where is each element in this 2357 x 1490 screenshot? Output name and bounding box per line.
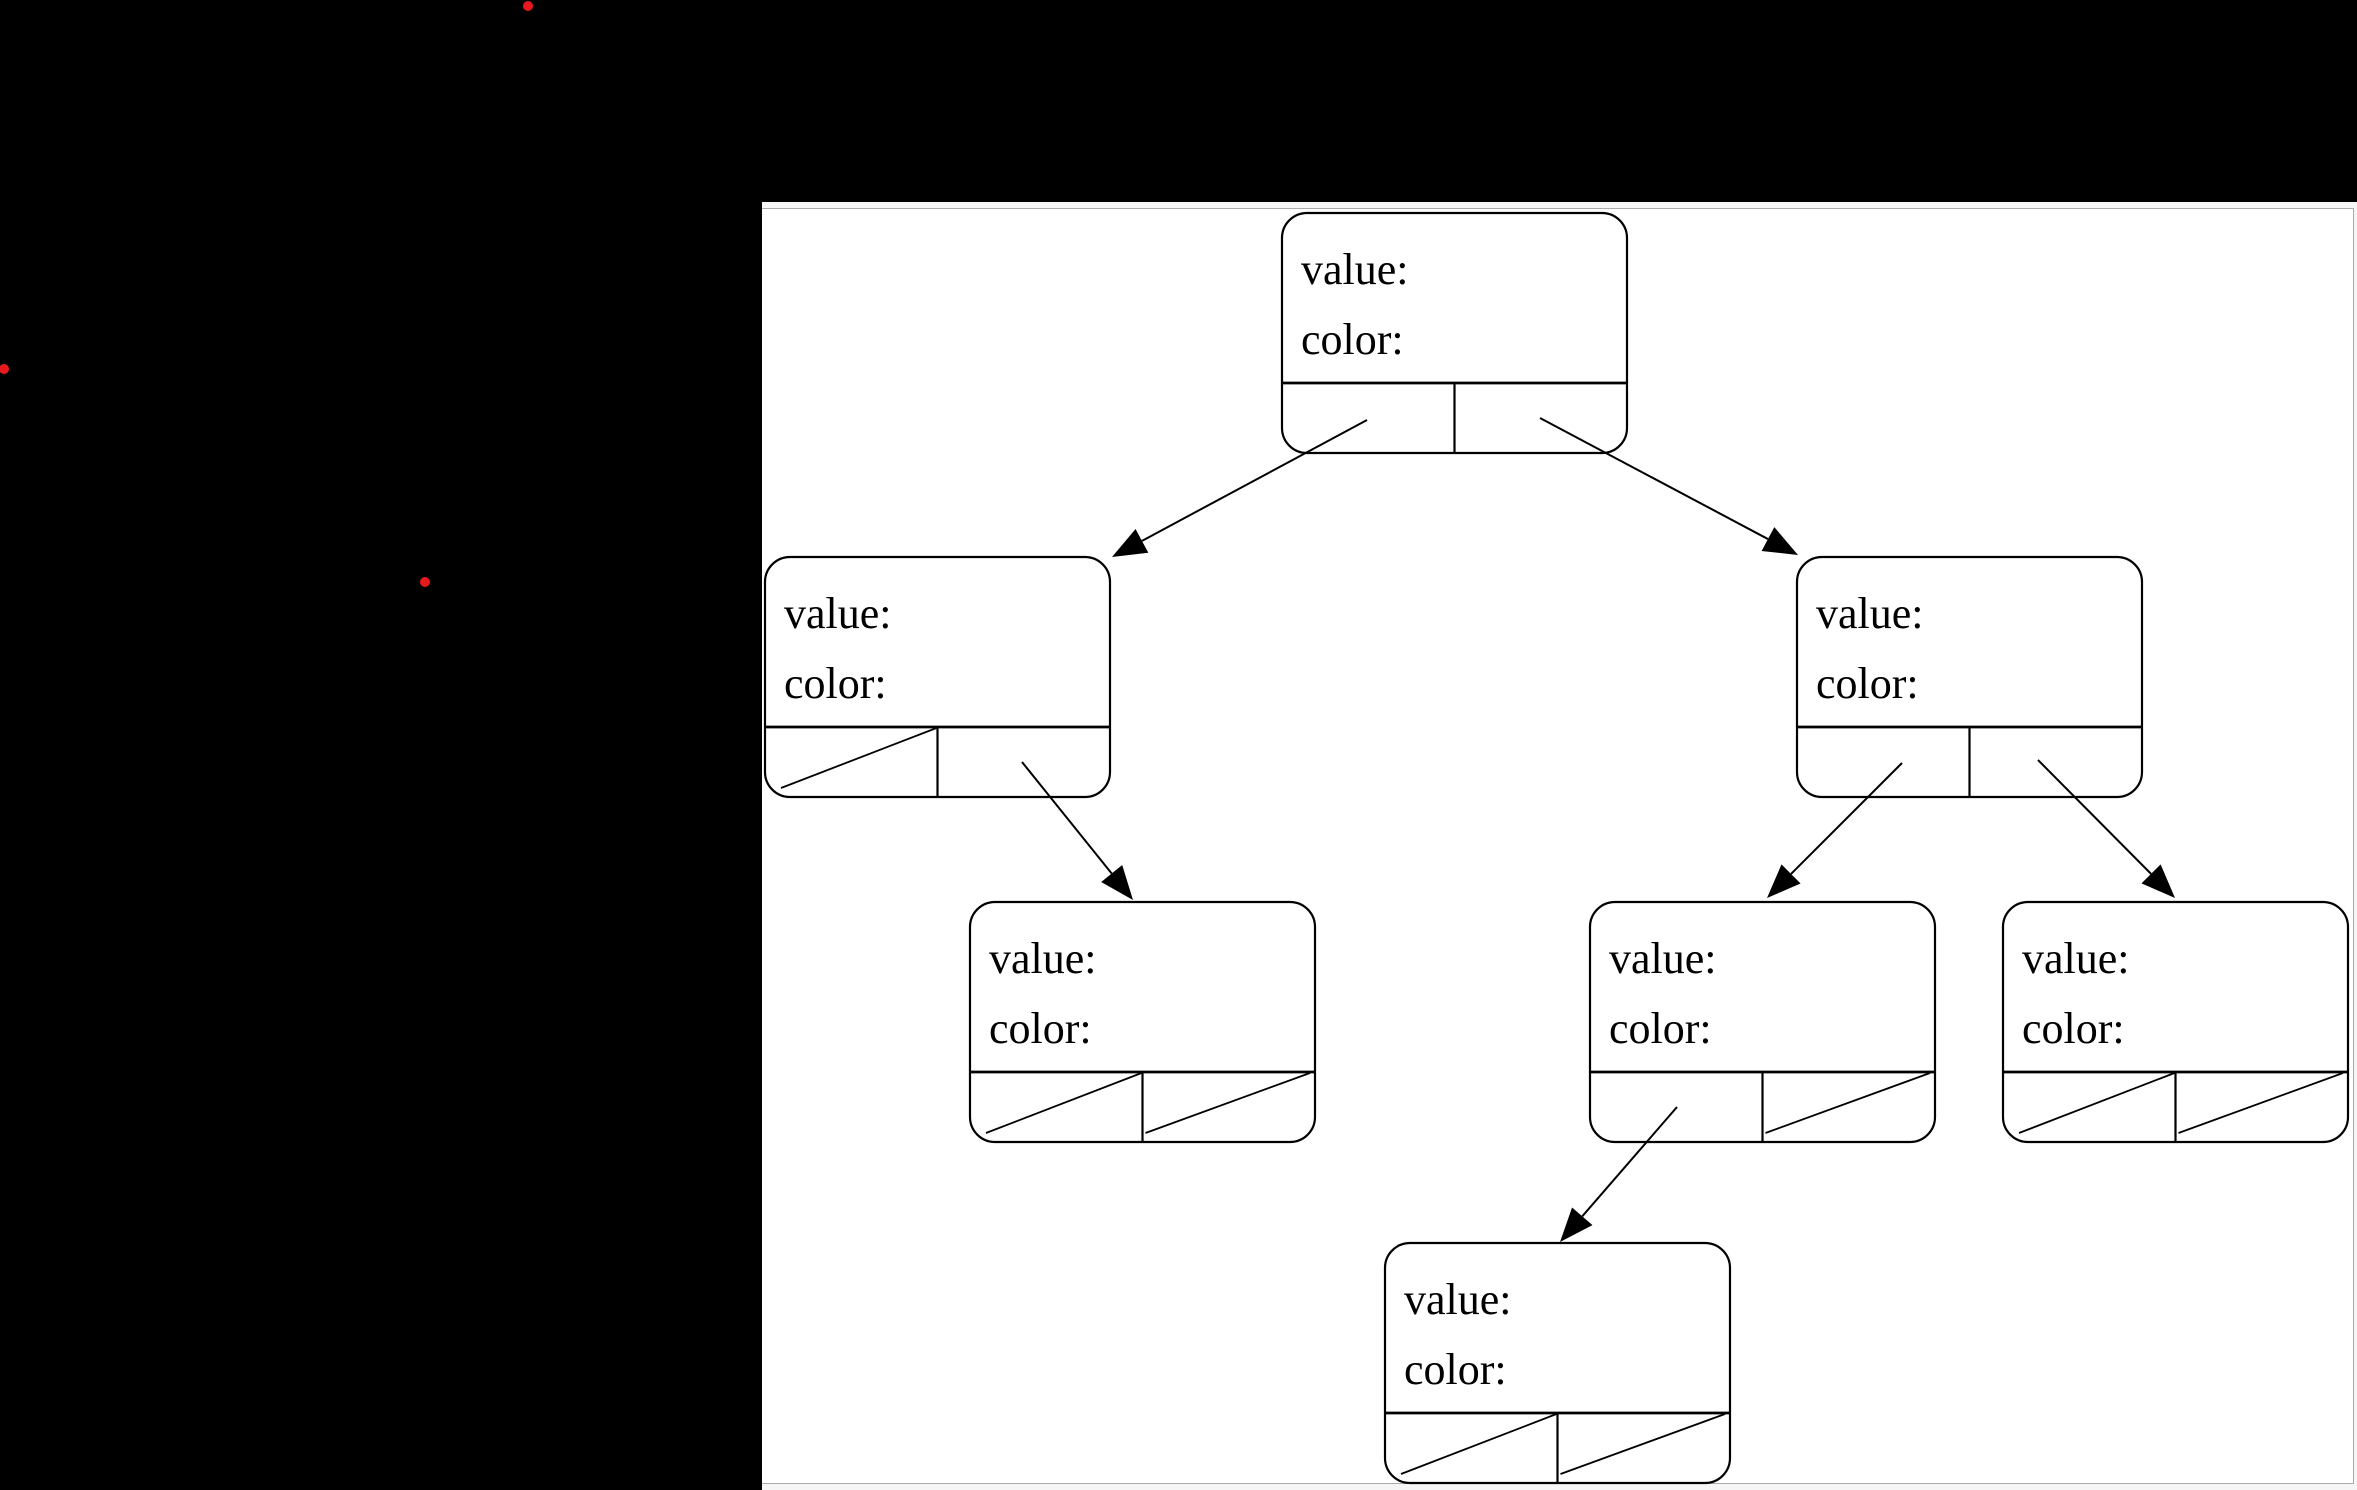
document-page <box>762 202 2357 1490</box>
red-dot <box>523 1 533 11</box>
red-dot <box>420 577 430 587</box>
document-page-border <box>762 208 2354 1484</box>
red-dot <box>0 364 9 374</box>
